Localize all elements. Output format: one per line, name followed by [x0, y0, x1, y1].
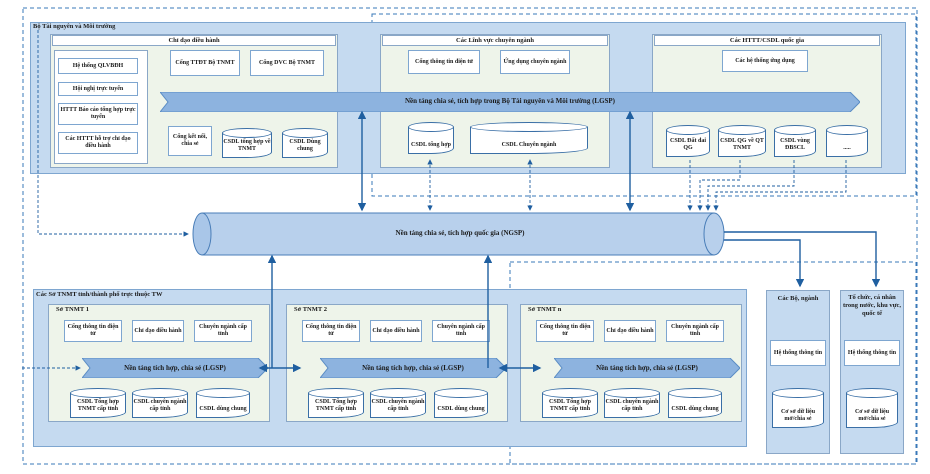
- dept-lgsp-band: [320, 358, 506, 378]
- dept-command: Chỉ đạo điều hành: [604, 320, 656, 342]
- ministries-db-label: Cơ sở dữ liệu mở/chia sẻ: [780, 409, 816, 422]
- dept-lgsp-label: Nền tảng tích hợp, chia sẻ (LGSP): [596, 364, 698, 372]
- dept-specialized: Chuyên ngành cấp tỉnh: [194, 320, 252, 342]
- dept-portal: Cổng thông tin điện tử: [64, 320, 122, 342]
- dept-db-chuyennganh: CSDL chuyên ngành cấp tỉnh: [132, 388, 188, 418]
- db-dbscl: CSDL vùng ĐBSCL: [774, 125, 816, 157]
- dept-lgsp-label: Nền tảng tích hợp, chia sẻ (LGSP): [362, 364, 464, 372]
- ministries-db: Cơ sở dữ liệu mở/chia sẻ: [772, 388, 824, 428]
- db-dbscl-label: CSDL vùng ĐBSCL: [780, 138, 810, 151]
- department-title: Sở TNMT n: [528, 306, 562, 313]
- lgsp-band: [160, 92, 860, 112]
- organizations-system: Hệ thống thông tin: [844, 340, 900, 366]
- ministries-title: Các Bộ, ngành: [777, 295, 819, 302]
- dept-db-chuyennganh-label: CSDL chuyên ngành cấp tỉnh: [605, 399, 659, 412]
- provinces-title: Các Sở TNMT tỉnh/thành phố trực thuộc TW: [36, 291, 163, 298]
- dept-portal: Cổng thông tin điện tử: [536, 320, 594, 342]
- dept-db-tonghop: CSDL Tổng hợp TNMT cấp tỉnh: [70, 388, 126, 418]
- national-apps: Các hệ thống ứng dụng: [722, 50, 808, 72]
- dept-db-tonghop-label: CSDL Tổng hợp TNMT cấp tỉnh: [315, 399, 357, 412]
- department-title: Sở TNMT 2: [294, 306, 327, 313]
- db-sector-specialized: CSDL Chuyên ngành: [470, 122, 588, 154]
- db-dat-dai: CSDL Đất đai QG: [666, 125, 710, 157]
- department-title: Sở TNMT 1: [56, 306, 89, 313]
- left-item-bao-cao: HTTT Báo cáo tổng hợp trực tuyến: [58, 103, 138, 125]
- dept-db-dungchung: CSDL dùng chung: [196, 388, 250, 418]
- sector-section-title: Các Lĩnh vực chuyên ngành: [382, 35, 608, 46]
- dept-db-dungchung-label: CSDL dùng chung: [199, 406, 247, 412]
- dept-db-dungchung: CSDL dùng chung: [668, 388, 722, 418]
- dept-lgsp-band: [554, 358, 740, 378]
- db-others: .....: [826, 125, 868, 157]
- ngsp-label: Nền tảng chia sẻ, tích hợp quốc gia (NGS…: [395, 229, 525, 237]
- dept-db-tonghop-label: CSDL Tổng hợp TNMT cấp tỉnh: [549, 399, 591, 412]
- dept-command: Chỉ đạo điều hành: [370, 320, 422, 342]
- dept-portal: Cổng thông tin điện tử: [302, 320, 360, 342]
- dept-specialized: Chuyên ngành cấp tỉnh: [432, 320, 490, 342]
- ministry-title: Bộ Tài nguyên và Môi trường: [33, 23, 116, 30]
- db-dung-chung-label: CSDL Dùng chung: [289, 139, 321, 152]
- db-dung-chung: CSDL Dùng chung: [282, 128, 328, 158]
- dept-db-chuyennganh: CSDL chuyên ngành cấp tỉnh: [604, 388, 660, 418]
- national-section-title: Các HTTT/CSDL quốc gia: [654, 35, 880, 46]
- organizations-db: Cơ sở dữ liệu mở/chia sẻ: [846, 388, 898, 428]
- sector-app: Ứng dụng chuyên ngành: [500, 50, 570, 74]
- ngsp-pipe: [192, 212, 725, 256]
- dept-specialized: Chuyên ngành cấp tỉnh: [666, 320, 724, 342]
- organizations-db-label: Cơ sở dữ liệu mở/chia sẻ: [854, 409, 890, 422]
- lgsp-label: Nền tảng chia sẻ, tích hợp trong Bộ Tài …: [404, 97, 616, 105]
- left-item-hoi-nghi: Hội nghị trực tuyến: [58, 82, 138, 96]
- dept-lgsp-label: Nền tảng tích hợp, chia sẻ (LGSP): [124, 364, 226, 372]
- left-item-ho-tro: Các HTTT hỗ trợ chỉ đạo điều hành: [58, 132, 138, 154]
- dept-db-tonghop: CSDL Tổng hợp TNMT cấp tỉnh: [308, 388, 364, 418]
- db-sector-summary-label: CSDL tổng hợp: [410, 142, 451, 148]
- dvc-ministry: Cổng DVC Bộ TNMT: [250, 50, 324, 76]
- left-item-qlvbdh: Hệ thống QLVBĐH: [58, 58, 138, 74]
- connect-share-box: Cổng kết nối, chia sẻ: [168, 126, 212, 156]
- db-qt-tnmt-label: CSDL QG về QT TNMT: [720, 138, 764, 151]
- command-section-title: Chỉ đạo điều hành: [52, 35, 336, 46]
- dept-db-tonghop: CSDL Tổng hợp TNMT cấp tỉnh: [542, 388, 598, 418]
- dept-db-dungchung: CSDL dùng chung: [434, 388, 488, 418]
- db-sector-summary: CSDL tổng hợp: [408, 122, 454, 154]
- dept-db-dungchung-label: CSDL dùng chung: [437, 406, 485, 412]
- dept-db-tonghop-label: CSDL Tổng hợp TNMT cấp tỉnh: [77, 399, 119, 412]
- dept-db-chuyennganh-label: CSDL chuyên ngành cấp tỉnh: [371, 399, 425, 412]
- dept-db-chuyennganh: CSDL chuyên ngành cấp tỉnh: [370, 388, 426, 418]
- ministries-system: Hệ thống thông tin: [770, 340, 826, 366]
- db-sector-specialized-label: CSDL Chuyên ngành: [501, 142, 557, 148]
- db-others-label: .....: [843, 145, 851, 151]
- db-tonghop-tnmt: CSDL tổng hợp về TNMT: [222, 128, 272, 158]
- portal-ministry: Cổng TTĐT Bộ TNMT: [170, 50, 240, 76]
- db-tonghop-tnmt-label: CSDL tổng hợp về TNMT: [223, 139, 271, 152]
- dept-db-chuyennganh-label: CSDL chuyên ngành cấp tỉnh: [133, 399, 187, 412]
- dept-command: Chỉ đạo điều hành: [132, 320, 184, 342]
- db-qt-tnmt: CSDL QG về QT TNMT: [718, 125, 766, 157]
- sector-portal: Cổng thông tin điện tử: [408, 50, 480, 74]
- db-dat-dai-label: CSDL Đất đai QG: [669, 138, 706, 151]
- dept-lgsp-band: [82, 358, 268, 378]
- dept-db-dungchung-label: CSDL dùng chung: [671, 406, 719, 412]
- organizations-title: Tổ chức, cá nhân trong nước, khu vực, qu…: [842, 294, 902, 317]
